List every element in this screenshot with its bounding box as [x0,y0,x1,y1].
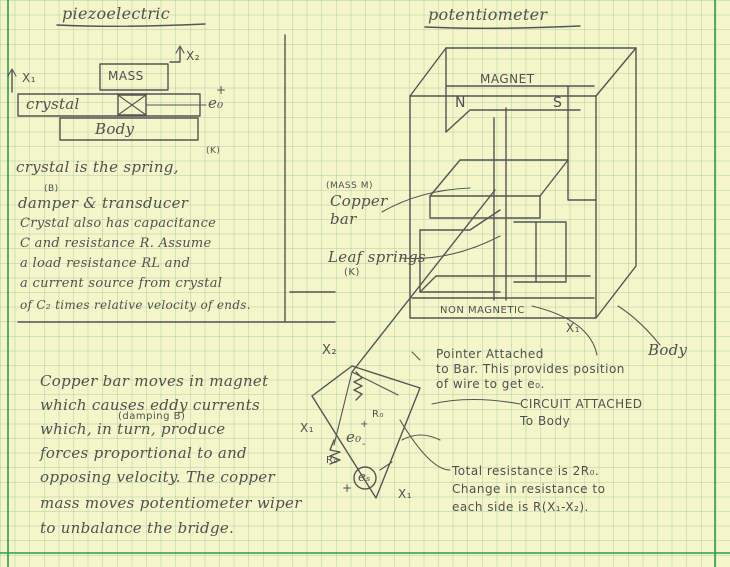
lower-note-2: which causes eddy currents [40,396,260,414]
x2-arrow [169,47,181,63]
note-line-4: C and resistance R. Assume [20,236,212,251]
circuit-line-2: To Body [520,414,571,428]
resistance-line-2: Change in resistance to [452,482,606,496]
north-label: N [455,95,466,111]
crystal-cross-2 [117,94,147,116]
k-marker: (K) [206,146,221,156]
piezo-plus-sign: + [216,83,227,97]
base-top [419,275,591,293]
circuit-x1-right: X₁ [398,487,413,501]
note-line-1: crystal is the spring, [16,158,179,176]
resistor-top [353,371,363,401]
leaf-spring-right [513,221,567,283]
body-leader [617,305,661,346]
source-es-label: eₛ [358,470,371,485]
lower-note-6: mass moves potentiometer wiper [40,494,302,512]
mass-label: MASS [108,69,144,83]
damping-label: (damping B) [118,411,186,422]
piezo-x2-label: X₂ [186,49,201,63]
circuit-x1-left: X₁ [300,421,315,435]
housing-top [409,47,637,97]
circuit-e0-label: e₀ [346,428,362,446]
circuit-board [311,365,421,499]
circuit-line-1: CIRCUIT ATTACHED [520,397,643,411]
pointer-wire [351,189,496,373]
copper-bar-top [429,159,569,197]
x1-arrow-circuit [379,461,393,471]
piezo-heading: piezoelectric [62,4,170,23]
copper-label-2: bar [330,210,357,228]
mass-m-label: (MASS M) [326,181,373,191]
gap-top [445,109,581,133]
crystal-label: crystal [26,95,80,113]
circuit-leader [431,398,521,405]
leaf-springs-k: (K) [344,267,360,278]
note-line-2: damper & transducer [18,194,189,212]
circuit-x2-label: X₂ [322,343,338,358]
lower-note-4: forces proportional to and [40,444,247,462]
lower-note-1: Copper bar moves in magnet [40,372,269,390]
heading-underline-right [424,25,581,29]
x2-tick [411,351,421,361]
lower-note-5: opposing velocity. The copper [40,468,275,486]
pointer-line-2: to Bar. This provides position [436,362,625,376]
body-label-right: Body [648,341,688,359]
resistor-left [329,439,341,465]
resistance-leader [399,419,451,471]
r0-top-label: R₀ [372,409,384,420]
copper-bar-front [429,159,569,197]
magnet-label: MAGNET [480,72,535,86]
lower-note-3: which, in turn, produce [40,420,226,438]
south-pole-edge [567,85,597,201]
pot-heading: potentiometer [428,5,548,24]
note-line-7: of C₂ times relative velocity of ends. [20,298,251,312]
source-plus: + [342,481,353,495]
mass-box [99,63,169,91]
copper-bar-arrow [381,187,471,213]
lower-note-7: to unbalance the bridge. [40,519,235,537]
leaf-springs-label: Leaf springs [328,248,426,266]
note-line-6: a current source from crystal [20,276,223,291]
south-label: S [553,95,563,111]
resistance-line-3: each side is R(X₁-X₂). [452,500,589,514]
body-label: Body [95,120,135,138]
non-magnetic-label: NON MAGNETIC [440,305,525,316]
resistance-line-1: Total resistance is 2R₀. [452,464,600,478]
copper-label-1: Copper [330,192,388,210]
note-line-5: a load resistance RL and [20,256,191,271]
body-box [59,117,199,141]
pointer-line-3: of wire to get e₀. [436,377,545,391]
leaf-spring-top [419,209,501,231]
source-es [353,466,377,490]
circuit-plus: + [360,419,369,430]
piezo-e0-label: e₀ [208,94,224,112]
housing-side [595,47,637,319]
r0-left-label: R₀ [326,455,338,466]
b-marker: (B) [44,184,59,194]
note-line-3: Crystal also has capacitance [20,216,217,231]
pointer-line-1: Pointer Attached [436,347,544,361]
wire-left [333,371,353,446]
x1-label-magnet: X₁ [566,321,581,335]
pointer-leader [531,305,598,356]
copper-bar-side [429,195,541,219]
x2-arrowhead [175,45,185,54]
heading-underline-left [56,23,206,27]
piezo-x1-label: X₁ [22,71,37,85]
leaf-spring-left [419,229,501,293]
r0-wire [401,434,441,441]
x1-arrowhead [7,68,17,77]
leaf-spring-arrow [399,235,501,260]
circuit-minus: - [362,439,367,450]
